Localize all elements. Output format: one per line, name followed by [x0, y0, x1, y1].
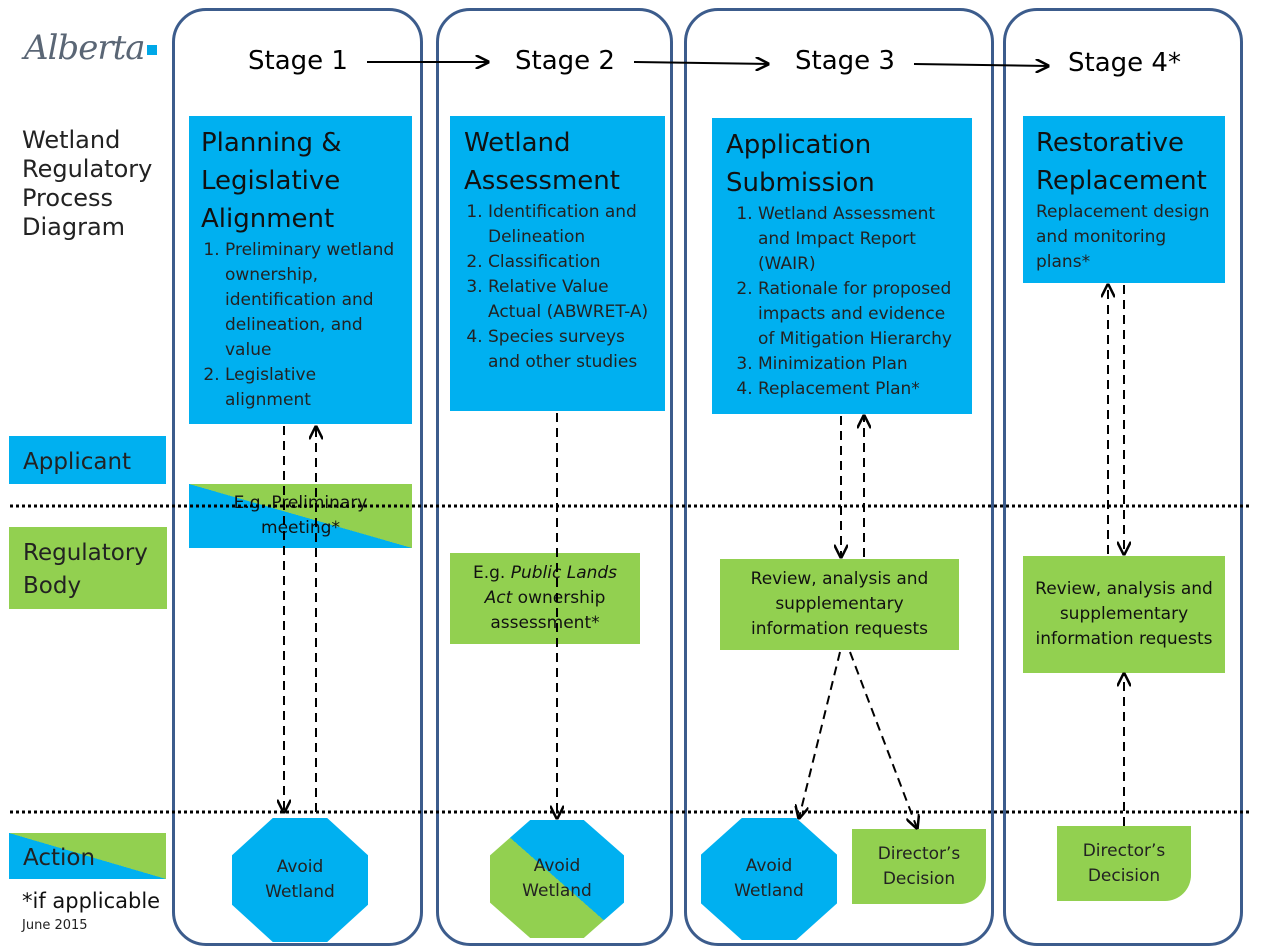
- review-italic: Public Lands Act: [484, 563, 618, 608]
- review-suffix: ownership assessment*: [490, 588, 606, 633]
- list-item: Identification and Delineation: [488, 200, 659, 250]
- stage-1-heading: Planning & Legislative Alignment: [201, 128, 342, 234]
- list-item: Classification: [488, 250, 659, 275]
- alberta-logo: Alberta: [24, 28, 157, 68]
- stage-4-applicant-box: Restorative Replacement Replacement desi…: [1023, 116, 1225, 283]
- stage-4-text: Replacement design and monitoring plans*: [1036, 202, 1210, 272]
- stage-3-label: Stage 3: [795, 46, 895, 76]
- stage-2-avoid-wetland: Avoid Wetland: [490, 820, 624, 938]
- stage-4-label: Stage 4*: [1068, 48, 1181, 78]
- stage-2-heading: Wetland Assessment: [464, 128, 620, 196]
- footnote: *if applicable: [22, 889, 161, 913]
- stage-1-lane: [172, 8, 423, 946]
- s3-to-decision-arrow: [849, 651, 917, 828]
- stage-1-list: Preliminary wetland ownership, identific…: [201, 238, 406, 413]
- stage-arrow-3-4: [913, 64, 1048, 66]
- date-label: June 2015: [22, 918, 88, 933]
- stage-3-heading: Application Submission: [726, 130, 875, 198]
- stage-3-list: Wetland Assessment and Impact Report (WA…: [726, 202, 966, 402]
- list-item: Preliminary wetland ownership, identific…: [225, 238, 406, 363]
- stage-3-decision-text: Director’s Decision: [877, 843, 961, 889]
- list-item: Minimization Plan: [758, 352, 966, 377]
- stage-2-review-text: E.g. Public Lands Act ownership assessme…: [450, 561, 640, 636]
- stage-1-meeting-text: E.g. Preliminary meeting*: [233, 493, 368, 538]
- diagram-title: Wetland Regulatory Process Diagram: [22, 126, 153, 241]
- alberta-logo-text: Alberta: [24, 28, 145, 68]
- stage-2-avoid-text: Avoid Wetland: [522, 856, 592, 901]
- stage-1-applicant-box: Planning & Legislative Alignment Prelimi…: [189, 116, 412, 424]
- stage-2-review-box: E.g. Public Lands Act ownership assessme…: [450, 553, 640, 644]
- stage-2-lane: [436, 8, 673, 946]
- logo-square-icon: [146, 45, 157, 55]
- legend-applicant: Applicant: [9, 436, 166, 484]
- stage-4-lane: [1003, 8, 1243, 946]
- list-item: Legislative alignment: [225, 363, 406, 413]
- list-item: Relative Value Actual (ABWRET-A): [488, 275, 659, 325]
- stage-3-review-text: Review, analysis and supplementary infor…: [750, 569, 929, 639]
- stage-1-meeting-box: E.g. Preliminary meeting*: [189, 484, 412, 548]
- legend-regulatory: Regulatory Body: [9, 527, 167, 609]
- list-item: Rationale for proposed impacts and evide…: [758, 277, 966, 352]
- stage-4-review-box: Review, analysis and supplementary infor…: [1023, 556, 1225, 673]
- review-prefix: E.g.: [472, 563, 511, 583]
- stage-1-label: Stage 1: [248, 46, 348, 76]
- stage-3-avoid-wetland: Avoid Wetland: [701, 818, 837, 940]
- stage-3-review-box: Review, analysis and supplementary infor…: [720, 559, 959, 650]
- stage-4-review-text: Review, analysis and supplementary infor…: [1035, 579, 1213, 649]
- stage-3-avoid-text: Avoid Wetland: [734, 856, 804, 901]
- stage-1-avoid-wetland: Avoid Wetland: [232, 818, 368, 942]
- list-item: Species surveys and other studies: [488, 325, 659, 375]
- stage-4-heading: Restorative Replacement: [1036, 128, 1207, 196]
- stage-2-list: Identification and Delineation Classific…: [464, 200, 659, 375]
- stage-1-avoid-text: Avoid Wetland: [265, 857, 335, 902]
- stage-3-applicant-box: Application Submission Wetland Assessmen…: [712, 118, 972, 414]
- stage-2-applicant-box: Wetland Assessment Identification and De…: [450, 116, 665, 411]
- stage-2-label: Stage 2: [515, 46, 615, 76]
- stage-arrow-2-3: [633, 62, 768, 64]
- list-item: Wetland Assessment and Impact Report (WA…: [758, 202, 966, 277]
- stage-3-lane: [684, 8, 994, 946]
- stage-3-directors-decision: Director’s Decision: [852, 829, 986, 904]
- legend-action: Action: [9, 833, 166, 879]
- stage-4-directors-decision: Director’s Decision: [1057, 826, 1191, 901]
- stage-4-decision-text: Director’s Decision: [1082, 840, 1166, 886]
- list-item: Replacement Plan*: [758, 377, 966, 402]
- s3-to-avoid-arrow: [799, 651, 841, 818]
